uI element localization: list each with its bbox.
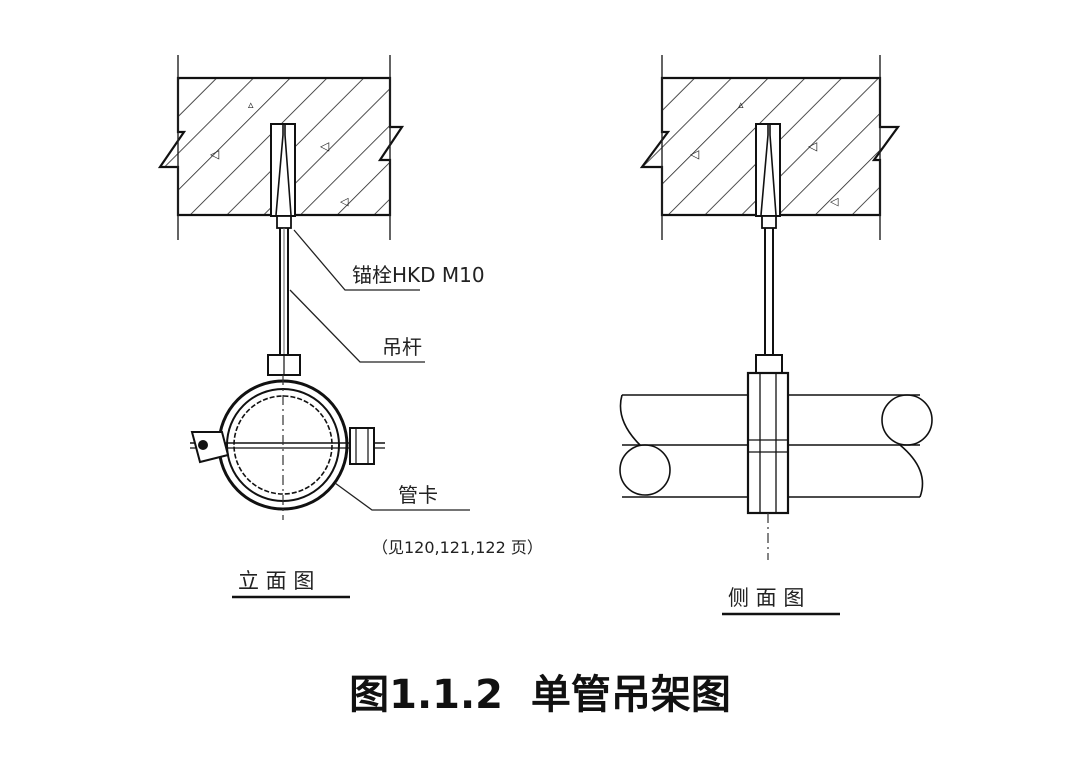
side-view-title: 侧 面 图 (728, 586, 804, 610)
hanger-rod-label: 吊杆 (382, 335, 422, 359)
figure-caption: 图1.1.2 单管吊架图 (349, 672, 731, 718)
clamp-reference-label: （见120,121,122 页） (372, 538, 543, 557)
clamp-strap-side (746, 371, 790, 560)
svg-text:◁: ◁ (319, 139, 329, 153)
svg-text:◁: ◁ (830, 195, 839, 208)
svg-text:▵: ▵ (738, 98, 744, 111)
leader-lines-front (289, 229, 470, 511)
anchor-bolt-label: 锚栓HKD M10 (352, 263, 485, 287)
pipe-clamp-label: 管卡 (398, 483, 438, 507)
anchor-bolt-side (755, 123, 781, 229)
hanger-rod-front (267, 228, 301, 376)
anchor-bolt-front (270, 123, 296, 229)
svg-text:◁: ◁ (807, 139, 817, 153)
svg-text:◁: ◁ (689, 147, 699, 161)
front-view: ◁ ◁ ▵ ◁ (157, 55, 543, 599)
front-view-title: 立 面 图 (238, 569, 314, 593)
pipe-clamp-front (190, 375, 385, 520)
side-view: ◁ ◁ ▵ ◁ (619, 55, 933, 616)
hanger-rod-side (755, 228, 783, 374)
svg-text:▵: ▵ (248, 98, 254, 111)
svg-text:◁: ◁ (209, 147, 219, 161)
svg-text:◁: ◁ (340, 195, 349, 208)
